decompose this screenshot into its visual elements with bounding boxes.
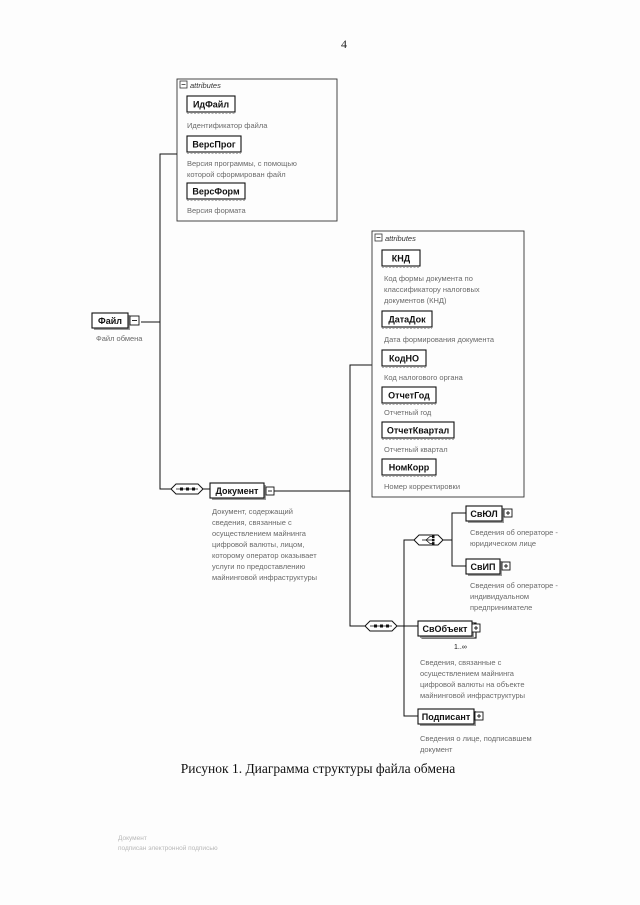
node-description: документ xyxy=(420,745,453,754)
attributes-title: attributes xyxy=(385,234,416,243)
attribute-node-otchetgod[interactable]: ОтчетГод xyxy=(381,386,437,405)
element-node-svip[interactable]: СвИП xyxy=(465,558,511,576)
svg-text:майнинговой инфраструктуры: майнинговой инфраструктуры xyxy=(212,573,317,582)
node-label: СвЮЛ xyxy=(470,509,497,519)
node-description: Сведения о лице, подписавшем xyxy=(420,734,532,743)
node-label: КодНО xyxy=(389,354,419,364)
signature-stamp: Документ подписан электронной подписью xyxy=(118,835,218,852)
node-description: Код налогового органа xyxy=(384,373,464,382)
node-description: Сведения об операторе - xyxy=(470,581,558,590)
svg-text:майнинговой инфраструктуры: майнинговой инфраструктуры xyxy=(420,691,525,700)
connector-file-attributes xyxy=(141,153,177,323)
svg-text:Документ, содержащий: Документ, содержащий xyxy=(212,507,293,516)
node-label: НомКорр xyxy=(389,463,430,473)
node-label: Подписант xyxy=(422,712,471,722)
attribute-node-idfile[interactable]: ИдФайл xyxy=(186,95,236,114)
connector-document-sequence xyxy=(349,491,366,627)
node-description: индивидуальном xyxy=(470,592,529,601)
attributes-title: attributes xyxy=(190,81,221,90)
node-label: ВерсПрог xyxy=(192,140,235,150)
page-number: 4 xyxy=(341,37,347,51)
node-description: Идентификатор файла xyxy=(187,121,268,130)
node-description: классификатору налоговых xyxy=(384,285,480,294)
node-label: ИдФайл xyxy=(193,100,229,110)
attribute-node-kodno[interactable]: КодНО xyxy=(381,349,427,368)
sequence-compositor-icon-2[interactable] xyxy=(364,620,398,632)
node-description: Сведения об операторе - xyxy=(470,528,558,537)
node-description: Отчетный год xyxy=(384,408,432,417)
svg-text:осуществлением майнинга: осуществлением майнинга xyxy=(420,669,515,678)
node-label: СвОбъект xyxy=(423,624,469,634)
connector-document-attributes xyxy=(274,364,372,492)
node-description: Отчетный квартал xyxy=(384,445,448,454)
node-description: предпринимателе xyxy=(470,603,532,612)
svg-text:цифровой валюты, лицом,: цифровой валюты, лицом, xyxy=(212,540,304,549)
svobekt-description: Сведения, связанные с осуществлением май… xyxy=(420,658,525,700)
connector-svip xyxy=(451,540,466,567)
root-node-file[interactable]: Файл xyxy=(91,312,140,330)
attribute-node-otchetkvartal[interactable]: ОтчетКвартал xyxy=(381,421,455,440)
svg-text:которому оператор оказывает: которому оператор оказывает xyxy=(212,551,317,560)
connector-podpisant xyxy=(403,626,418,717)
document-attributes-group: attributes КНД Код формы документа по кл… xyxy=(371,230,525,498)
document-description: Документ, содержащий сведения, связанные… xyxy=(212,507,317,582)
node-description: Дата формирования документа xyxy=(384,335,495,344)
node-label: ВерсФорм xyxy=(192,187,240,197)
attribute-node-nomkorr[interactable]: НомКорр xyxy=(381,458,437,477)
node-description: Код формы документа по xyxy=(384,274,473,283)
node-description: юридическом лице xyxy=(470,539,536,548)
connector-document xyxy=(159,322,172,490)
element-node-podpisant[interactable]: Подписант xyxy=(417,708,484,726)
figure-caption: Рисунок 1. Диаграмма структуры файла обм… xyxy=(181,761,456,776)
node-label: СвИП xyxy=(471,562,496,572)
node-label: ДатаДок xyxy=(388,315,426,325)
file-attributes-group: attributes ИдФайл Идентификатор файла Ве… xyxy=(176,78,338,222)
element-node-svobekt[interactable]: СвОбъект xyxy=(417,620,481,639)
node-description: Номер корректировки xyxy=(384,482,460,491)
attribute-node-datadok[interactable]: ДатаДок xyxy=(381,310,433,329)
choice-compositor-icon[interactable] xyxy=(413,534,444,546)
node-description: которой сформирован файл xyxy=(187,170,286,179)
svg-text:Документ: Документ xyxy=(118,835,147,842)
svg-text:подписан электронной подписью: подписан электронной подписью xyxy=(118,844,218,852)
svg-text:цифровой валюты на объекте: цифровой валюты на объекте xyxy=(420,680,525,689)
svg-text:сведения, связанные с: сведения, связанные с xyxy=(212,518,292,527)
attribute-node-knd[interactable]: КНД xyxy=(381,249,421,268)
svg-text:услуги по предоставлению: услуги по предоставлению xyxy=(212,562,306,571)
node-label: ОтчетГод xyxy=(388,391,430,401)
attribute-node-versprog[interactable]: ВерсПрог xyxy=(186,135,242,154)
sequence-compositor-icon[interactable] xyxy=(170,483,204,495)
svg-text:осуществлением майнинга: осуществлением майнинга xyxy=(212,529,307,538)
multiplicity-label: 1..∞ xyxy=(454,644,467,651)
element-node-svyul[interactable]: СвЮЛ xyxy=(465,505,513,523)
node-description: Версия формата xyxy=(187,206,246,215)
node-label: ОтчетКвартал xyxy=(387,426,450,436)
connector-choice xyxy=(397,539,414,627)
svg-text:Сведения, связанные с: Сведения, связанные с xyxy=(420,658,502,667)
attribute-node-versform[interactable]: ВерсФорм xyxy=(186,182,246,201)
node-label: Файл xyxy=(98,316,122,326)
node-description: Файл обмена xyxy=(96,334,143,343)
node-label: КНД xyxy=(392,254,411,264)
node-label: Документ xyxy=(216,486,260,496)
node-description: документов (КНД) xyxy=(384,296,447,305)
element-node-document[interactable]: Документ xyxy=(209,482,275,500)
connector-svyul xyxy=(443,512,466,541)
node-description: Версия программы, с помощью xyxy=(187,159,297,168)
